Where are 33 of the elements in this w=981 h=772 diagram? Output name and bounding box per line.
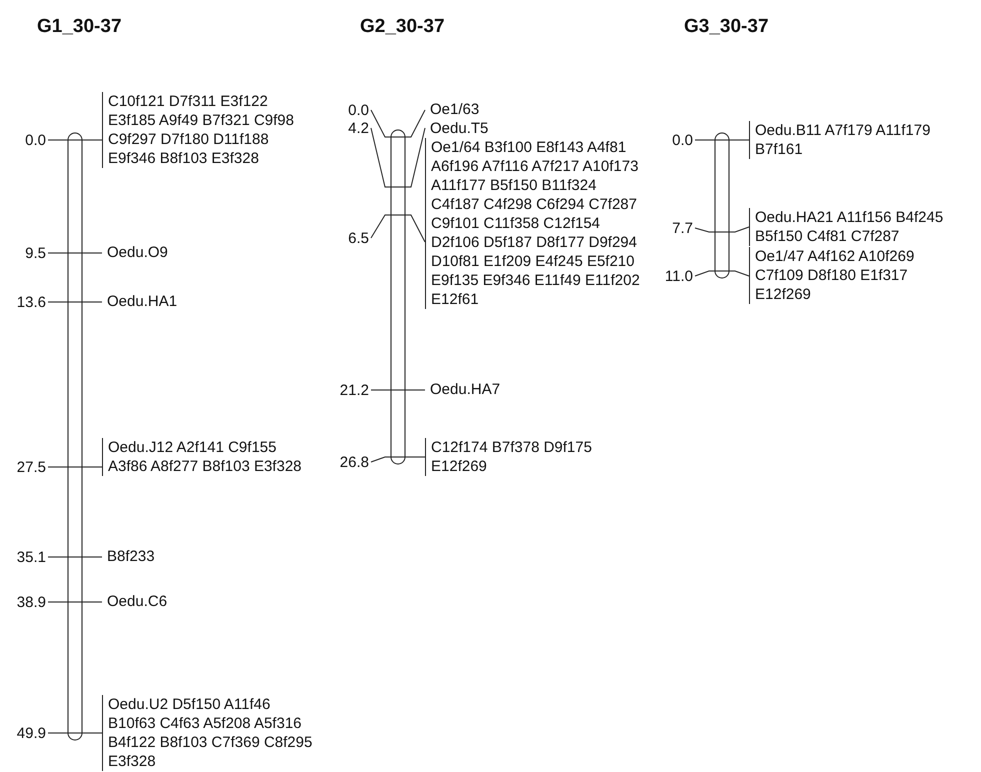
map-position: 11.0 xyxy=(664,266,693,286)
map-position: 0.0 xyxy=(348,100,369,120)
map-position: 0.0 xyxy=(25,130,46,150)
map-position: 7.7 xyxy=(672,218,693,238)
marker-list: Oe1/64 B3f100 E8f143 A4f81 A6f196 A7f116 A7f217 A10f173 A11f177 B5f150 B11f324 C4f187 C4f298 C6f294 C7f287 C9f101 C11f358 C12f154 D2f106 D5f187 D8f177 D9f294 D10f81 E1f209 E4f245 E5f210 E9f135 E9f346 E11f49 E11f202 E12f61 xyxy=(425,138,641,309)
map-position: 4.2 xyxy=(348,118,369,138)
chromosome-label: G2_30-37 xyxy=(360,16,445,38)
marker-list: Oedu.T5 xyxy=(425,119,640,138)
marker-list: Oedu.HA21 A11f156 B4f245 B5f150 C4f81 C7f287 xyxy=(749,208,965,246)
marker-list: C10f121 D7f311 E3f122 E3f185 A9f49 B7f321 C9f98 C9f297 D7f180 D11f188 E9f346 B8f103 E3f328 xyxy=(102,92,318,168)
marker-list: B8f233 xyxy=(102,547,317,566)
marker-list: Oedu.J12 A2f141 C9f155 A3f86 A8f277 B8f103 E3f328 xyxy=(102,438,318,476)
chromosome-label: G3_30-37 xyxy=(684,16,769,38)
map-position: 6.5 xyxy=(348,228,369,248)
map-position: 0.0 xyxy=(672,130,693,150)
map-position: 27.5 xyxy=(16,458,46,476)
marker-list: Oedu.B11 A7f179 A11f179 B7f161 xyxy=(749,121,965,159)
marker-list: Oedu.HA1 xyxy=(102,292,317,311)
marker-list: Oedu.O9 xyxy=(102,243,317,262)
marker-list: Oedu.C6 xyxy=(102,592,317,611)
map-position: 35.1 xyxy=(16,548,46,566)
map-position: 49.9 xyxy=(16,724,46,742)
marker-list: Oe1/63 xyxy=(425,100,640,119)
map-position: 38.9 xyxy=(16,592,46,612)
marker-list: Oedu.HA7 xyxy=(425,380,640,399)
marker-list: Oedu.U2 D5f150 A11f46 B10f63 C4f63 A5f208 A5f316 B4f122 B8f103 C7f369 C8f295 E3f328 xyxy=(102,695,318,771)
map-position: 9.5 xyxy=(25,244,46,262)
map-position: 26.8 xyxy=(340,452,369,472)
marker-list: C12f174 B7f378 D9f175 E12f269 xyxy=(425,438,641,476)
map-position: 13.6 xyxy=(16,292,46,312)
chromosome-label: G1_30-37 xyxy=(37,16,122,38)
marker-list: Oe1/47 A4f162 A10f269 C7f109 D8f180 E1f317 E12f269 xyxy=(749,247,965,304)
map-position: 21.2 xyxy=(340,380,369,400)
